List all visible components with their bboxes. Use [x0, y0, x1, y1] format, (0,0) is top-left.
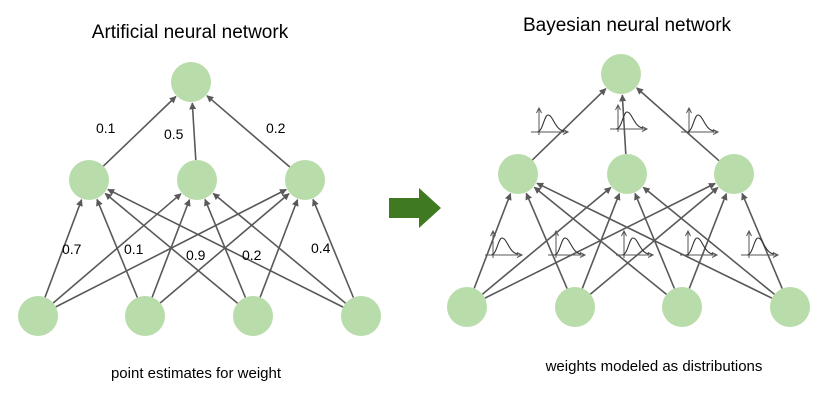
bnn-input-node-1	[447, 287, 487, 327]
ann-input-node-4	[341, 296, 381, 336]
ann-caption: point estimates for weight	[111, 365, 282, 382]
ann-input-weight-labels: 0.7 0.1 0.9 0.2 0.4	[62, 240, 331, 263]
weight-label-output-1: 0.1	[96, 120, 116, 136]
ann-title: Artificial neural network	[92, 22, 289, 43]
ann-edge-input-4-to-hidden-1	[107, 188, 344, 308]
ann-edge-hidden-2-to-output-1	[189, 102, 197, 161]
bnn-distribution-icons	[485, 103, 780, 258]
bnn-caption: weights modeled as distributions	[545, 358, 763, 375]
ann-edges	[44, 95, 355, 308]
bnn-panel: Bayesian neural network weights modeled …	[447, 15, 810, 375]
ann-nodes	[18, 62, 381, 336]
weight-label-input-3: 0.9	[186, 247, 206, 263]
distribution-curve-icon	[531, 106, 570, 135]
bnn-nodes	[447, 54, 810, 327]
distribution-curve-icon	[680, 229, 719, 258]
ann-input-node-1	[18, 296, 58, 336]
bnn-title: Bayesian neural network	[523, 15, 732, 36]
ann-hidden-node-2	[177, 160, 217, 200]
bnn-hidden-node-2	[607, 154, 647, 194]
bnn-input-node-3	[662, 287, 702, 327]
distribution-curve-icon	[616, 229, 655, 258]
weight-label-input-5: 0.4	[311, 240, 331, 256]
ann-edge-input-1-to-hidden-1	[44, 199, 83, 298]
bnn-edge-hidden-1-to-output-1	[531, 88, 607, 161]
bnn-edge-input-3-to-hidden-1	[533, 186, 668, 296]
distribution-curve-icon	[741, 229, 780, 258]
right-arrow-icon	[389, 188, 441, 228]
ann-output-weight-labels: 0.1 0.5 0.2	[96, 120, 286, 142]
distribution-curve-icon	[485, 229, 524, 258]
ann-input-node-3	[233, 296, 273, 336]
ann-edge-input-4-to-hidden-2	[212, 192, 347, 304]
bnn-edge-input-2-to-hidden-1	[525, 192, 568, 289]
bnn-edge-input-1-to-hidden-1	[473, 192, 512, 289]
bnn-edge-input-4-to-hidden-1	[536, 182, 773, 299]
bnn-input-node-4	[770, 287, 810, 327]
bnn-edge-hidden-3-to-output-1	[636, 87, 720, 162]
ann-input-node-2	[125, 296, 165, 336]
bnn-edge-hidden-2-to-output-1	[619, 94, 627, 155]
weight-label-input-1: 0.7	[62, 241, 82, 257]
weight-label-output-2: 0.5	[164, 126, 184, 142]
ann-edge-input-3-to-hidden-1	[104, 192, 239, 304]
bnn-input-node-2	[555, 287, 595, 327]
distribution-curve-icon	[610, 103, 649, 132]
bnn-edge-input-4-to-hidden-2	[642, 186, 776, 296]
ann-edge-input-2-to-hidden-1	[96, 198, 139, 298]
ann-hidden-node-3	[285, 160, 325, 200]
weight-label-input-2: 0.1	[124, 241, 144, 257]
ann-output-node	[171, 62, 211, 102]
bnn-output-node	[601, 54, 641, 94]
ann-edge-hidden-1-to-output-1	[102, 95, 177, 167]
weight-label-output-3: 0.2	[266, 120, 286, 136]
ann-edge-input-4-to-hidden-3	[312, 198, 355, 298]
bnn-hidden-node-3	[714, 154, 754, 194]
bnn-hidden-node-1	[498, 154, 538, 194]
weight-label-input-4: 0.2	[242, 247, 262, 263]
ann-hidden-node-1	[69, 160, 109, 200]
distribution-curve-icon	[548, 229, 587, 258]
ann-panel: Artificial neural network 0.1 0.5 0.2 0.…	[18, 22, 381, 382]
ann-edge-hidden-3-to-output-1	[206, 95, 291, 168]
distribution-curve-icon	[681, 106, 720, 135]
